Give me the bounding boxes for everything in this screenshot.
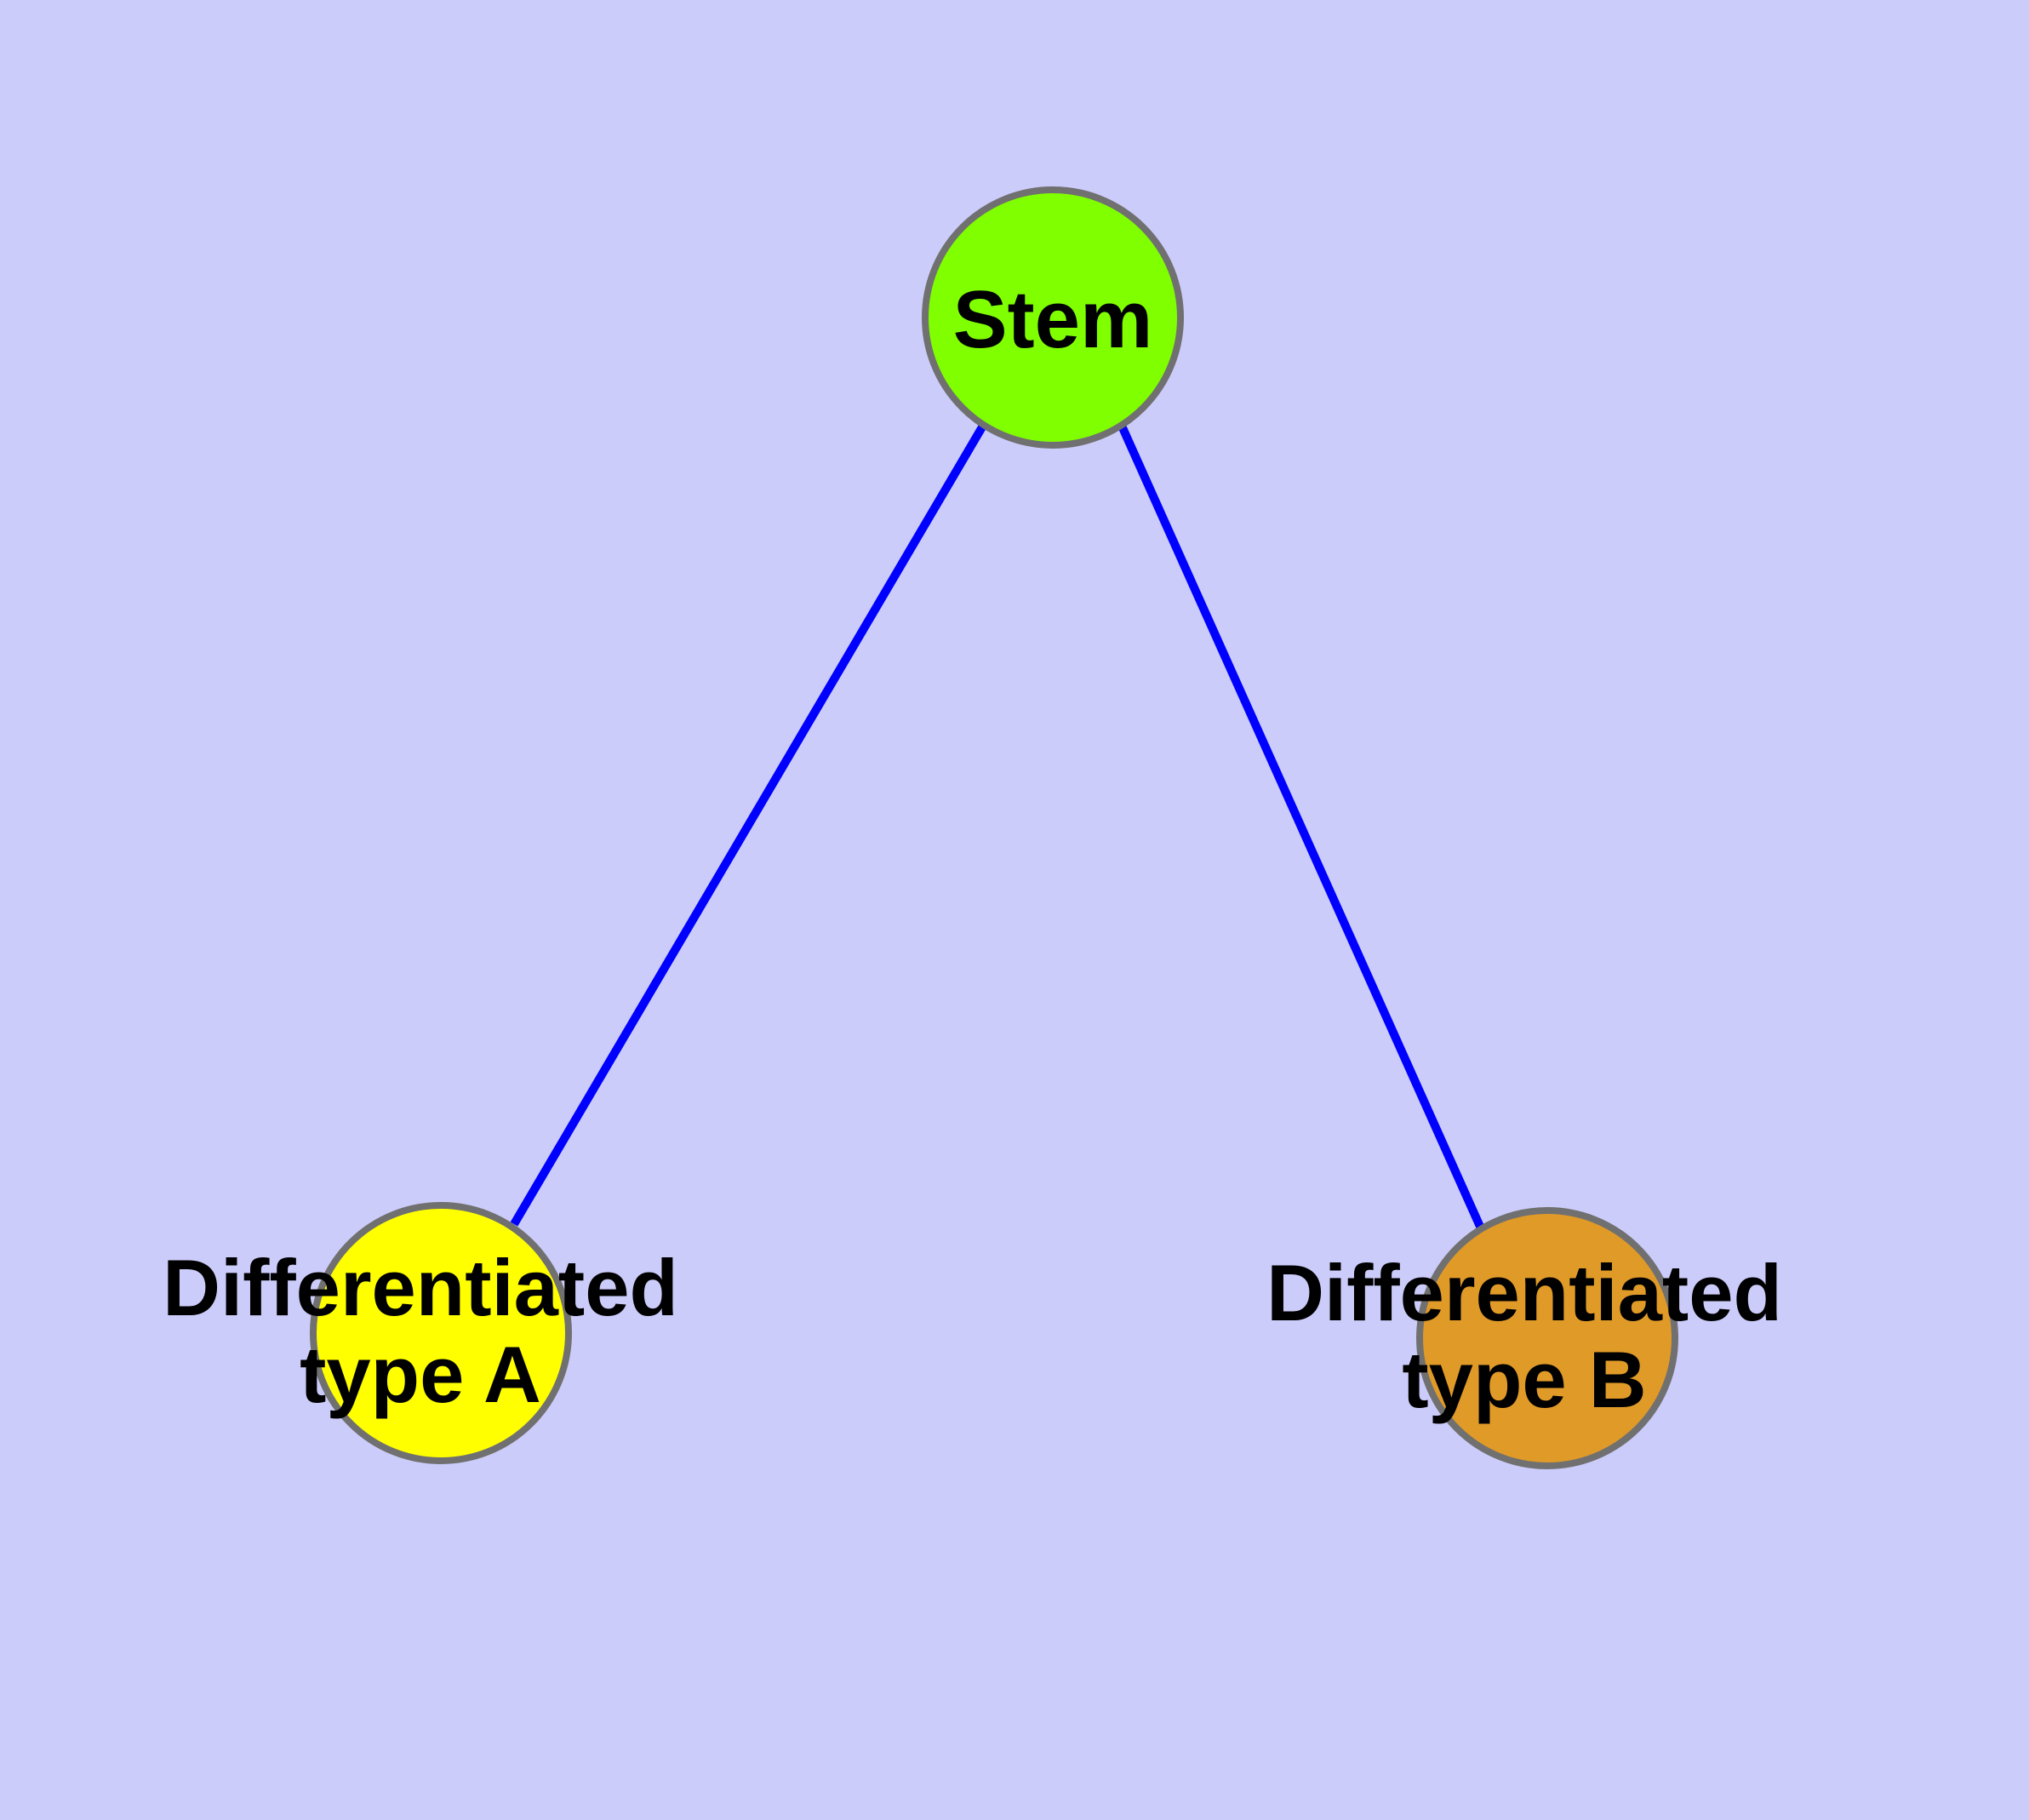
graph-node-diff_b[interactable] — [1416, 1207, 1678, 1469]
graph-edge[interactable] — [1117, 421, 1485, 1231]
node-label-line: Stem — [953, 274, 1153, 365]
node-label-line: Differentiated — [163, 1243, 678, 1332]
node-label-line: Differentiated — [1266, 1248, 1782, 1337]
graph-edge[interactable] — [510, 423, 987, 1227]
graph-node-diff_a[interactable] — [310, 1202, 572, 1464]
node-label-line: type A — [300, 1330, 541, 1419]
node-label-line: type B — [1402, 1335, 1646, 1424]
node-label-stem: Stem — [953, 274, 1153, 365]
edges-layer — [510, 421, 1485, 1231]
nodes-layer — [310, 186, 1678, 1469]
graph-node-stem[interactable] — [922, 186, 1184, 449]
